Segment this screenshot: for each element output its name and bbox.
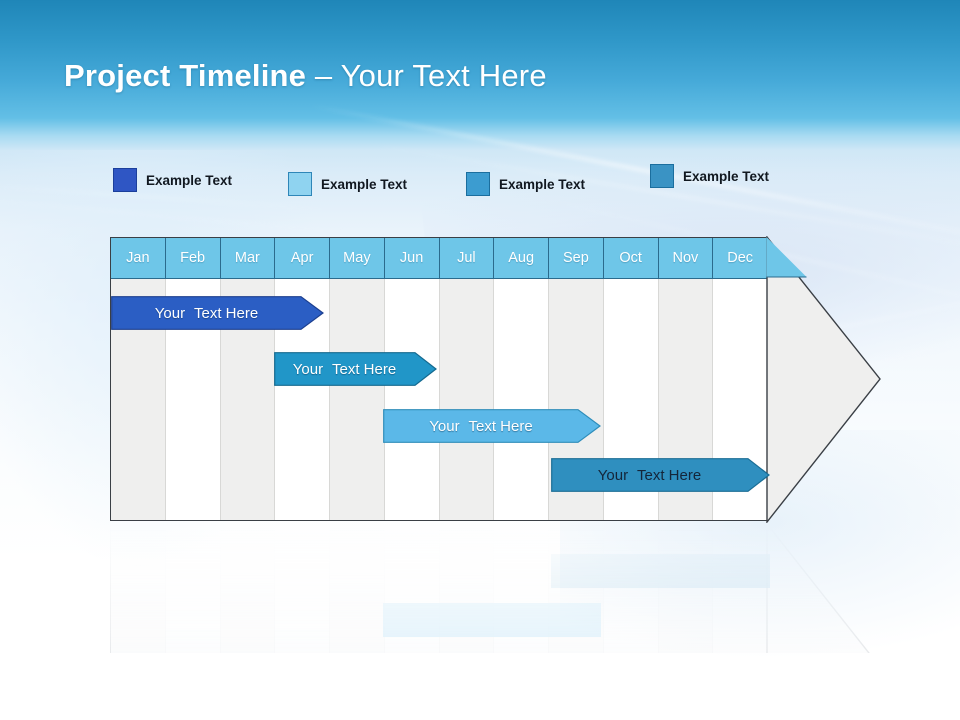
month-header-feb[interactable]: Feb [164,238,220,279]
title-strong: Project Timeline [64,58,307,93]
legend-item-2[interactable]: Example Text [288,172,407,196]
month-column-feb: Feb [164,238,220,520]
month-header-sep[interactable]: Sep [548,238,603,279]
month-column-jan: Jan [111,238,165,520]
month-column-aug: Aug [493,238,548,520]
month-header-may[interactable]: May [329,238,384,279]
legend-swatch-icon [113,168,137,192]
task-bar-1[interactable]: Your Text Here [111,296,324,330]
task-bar-2-label: Your Text Here [292,360,397,378]
legend-swatch-icon [288,172,312,196]
month-header-aug[interactable]: Aug [493,238,548,279]
month-header-jul[interactable]: Jul [438,238,494,279]
month-header-nov[interactable]: Nov [657,238,713,279]
legend-label: Example Text [146,172,233,188]
legend-label: Example Text [499,176,586,192]
timeline-chart: Jan Feb Mar Apr May Jun Jul Aug [110,236,882,523]
legend-swatch-icon [650,164,674,188]
task-bar-3-label: Your Text Here [429,417,533,435]
task-bar-2-shape [274,352,437,386]
legend-label: Example Text [321,176,408,192]
month-header-dec[interactable]: Dec [712,238,767,279]
legend-swatch-icon [466,172,490,196]
task-bar-3[interactable]: Your Text Here [383,409,601,443]
month-header-wedge [766,237,807,278]
month-header-oct[interactable]: Oct [602,238,658,279]
legend-item-3[interactable]: Example Text [466,172,585,196]
task-bar-4[interactable]: Your Text Here [551,458,770,492]
legend-item-4[interactable]: Example Text [650,164,769,188]
title-separator: – [306,58,341,93]
task-bar-4-label: Your Text Here [597,466,702,484]
month-header-jan[interactable]: Jan [111,238,165,279]
month-header-apr[interactable]: Apr [274,238,329,279]
month-header-jun[interactable]: Jun [383,238,439,279]
task-bar-1-label: Your Text Here [154,304,259,322]
task-bar-3-shape [383,409,601,443]
slide-title: Project Timeline – Your Text Here [64,58,547,94]
task-bar-4-shape [551,458,770,492]
legend-label: Example Text [683,168,770,184]
timeline-arrow-head-icon [766,236,881,523]
title-light: Your Text Here [340,58,547,93]
task-bar-2[interactable]: Your Text Here [274,352,437,386]
legend-item-1[interactable]: Example Text [113,168,232,192]
task-bar-1-shape [111,296,324,330]
month-header-mar[interactable]: Mar [219,238,275,279]
month-column-mar: Mar [219,238,275,520]
month-column-jul: Jul [438,238,494,520]
